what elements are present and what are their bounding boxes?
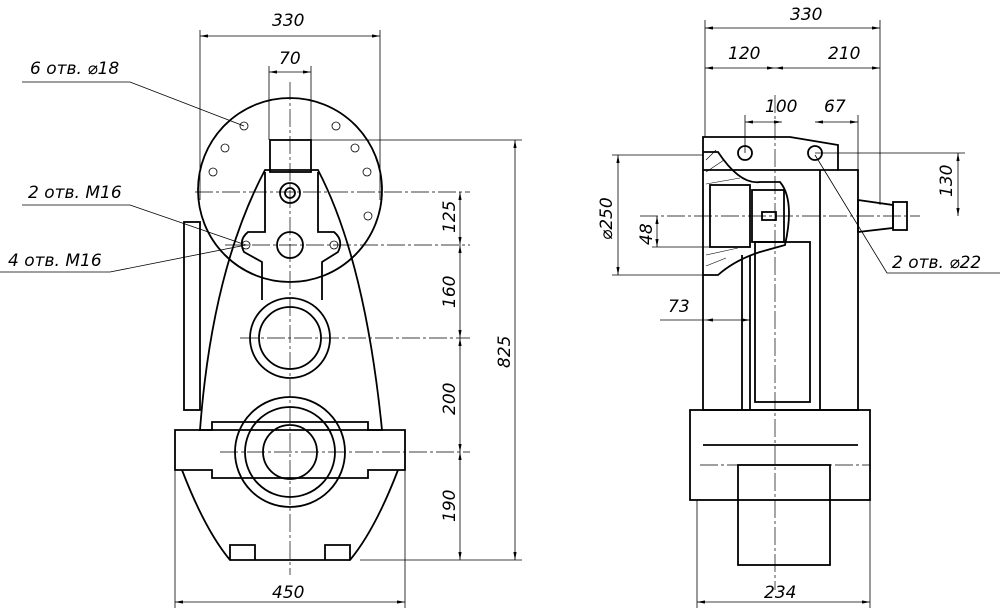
dim-130: 130 bbox=[937, 165, 957, 197]
flange-holes bbox=[208, 121, 373, 221]
dim-210: 210 bbox=[828, 44, 860, 64]
dim-330: 330 bbox=[272, 11, 304, 31]
dim-120: 120 bbox=[728, 44, 760, 64]
dim-67: 67 bbox=[824, 97, 846, 117]
dim-330-side: 330 bbox=[790, 5, 822, 25]
dim-160: 160 bbox=[440, 276, 460, 308]
side-base bbox=[689, 409, 871, 501]
dim-125: 125 bbox=[440, 201, 460, 233]
callout-top-threads: 2 отв. M16 bbox=[28, 183, 122, 203]
housing-body bbox=[199, 169, 383, 431]
front-view: 330 70 825 125 160 200 190 450 6 отв. ⌀1… bbox=[0, 11, 522, 608]
input-hub bbox=[703, 151, 790, 276]
dim-48: 48 bbox=[637, 223, 657, 245]
inner-gear bbox=[754, 241, 811, 403]
side-view: 330 120 210 100 67 ⌀250 48 130 73 234 2 … bbox=[597, 5, 1000, 608]
side-housing bbox=[702, 136, 859, 411]
dim-shaft-dia: ⌀250 bbox=[597, 197, 617, 240]
output-shaft bbox=[737, 464, 831, 566]
dim-190: 190 bbox=[440, 490, 460, 522]
dim-70: 70 bbox=[279, 49, 301, 69]
lower-housing bbox=[181, 469, 399, 561]
top-boss bbox=[269, 139, 312, 173]
dim-234: 234 bbox=[764, 583, 796, 603]
hatch bbox=[705, 149, 741, 267]
callout-flange-holes: 6 отв. ⌀18 bbox=[30, 59, 119, 79]
front-callouts: 6 отв. ⌀18 2 отв. M16 4 отв. M16 bbox=[0, 59, 247, 273]
front-dimensions: 330 70 825 125 160 200 190 450 bbox=[174, 11, 522, 608]
side-callouts: 2 отв. ⌀22 bbox=[814, 154, 1000, 274]
dim-73: 73 bbox=[668, 297, 690, 317]
side-plate bbox=[183, 221, 201, 411]
side-dimensions: 330 120 210 100 67 ⌀250 48 130 73 234 bbox=[597, 5, 965, 608]
callout-side-threads: 4 отв. M16 bbox=[8, 251, 102, 271]
dim-825: 825 bbox=[495, 336, 515, 368]
dim-200: 200 bbox=[440, 383, 460, 415]
inner-web bbox=[240, 172, 342, 300]
dim-450: 450 bbox=[272, 583, 304, 603]
callout-side-holes: 2 отв. ⌀22 bbox=[892, 253, 981, 273]
dim-100: 100 bbox=[765, 97, 797, 117]
feet bbox=[229, 544, 351, 560]
